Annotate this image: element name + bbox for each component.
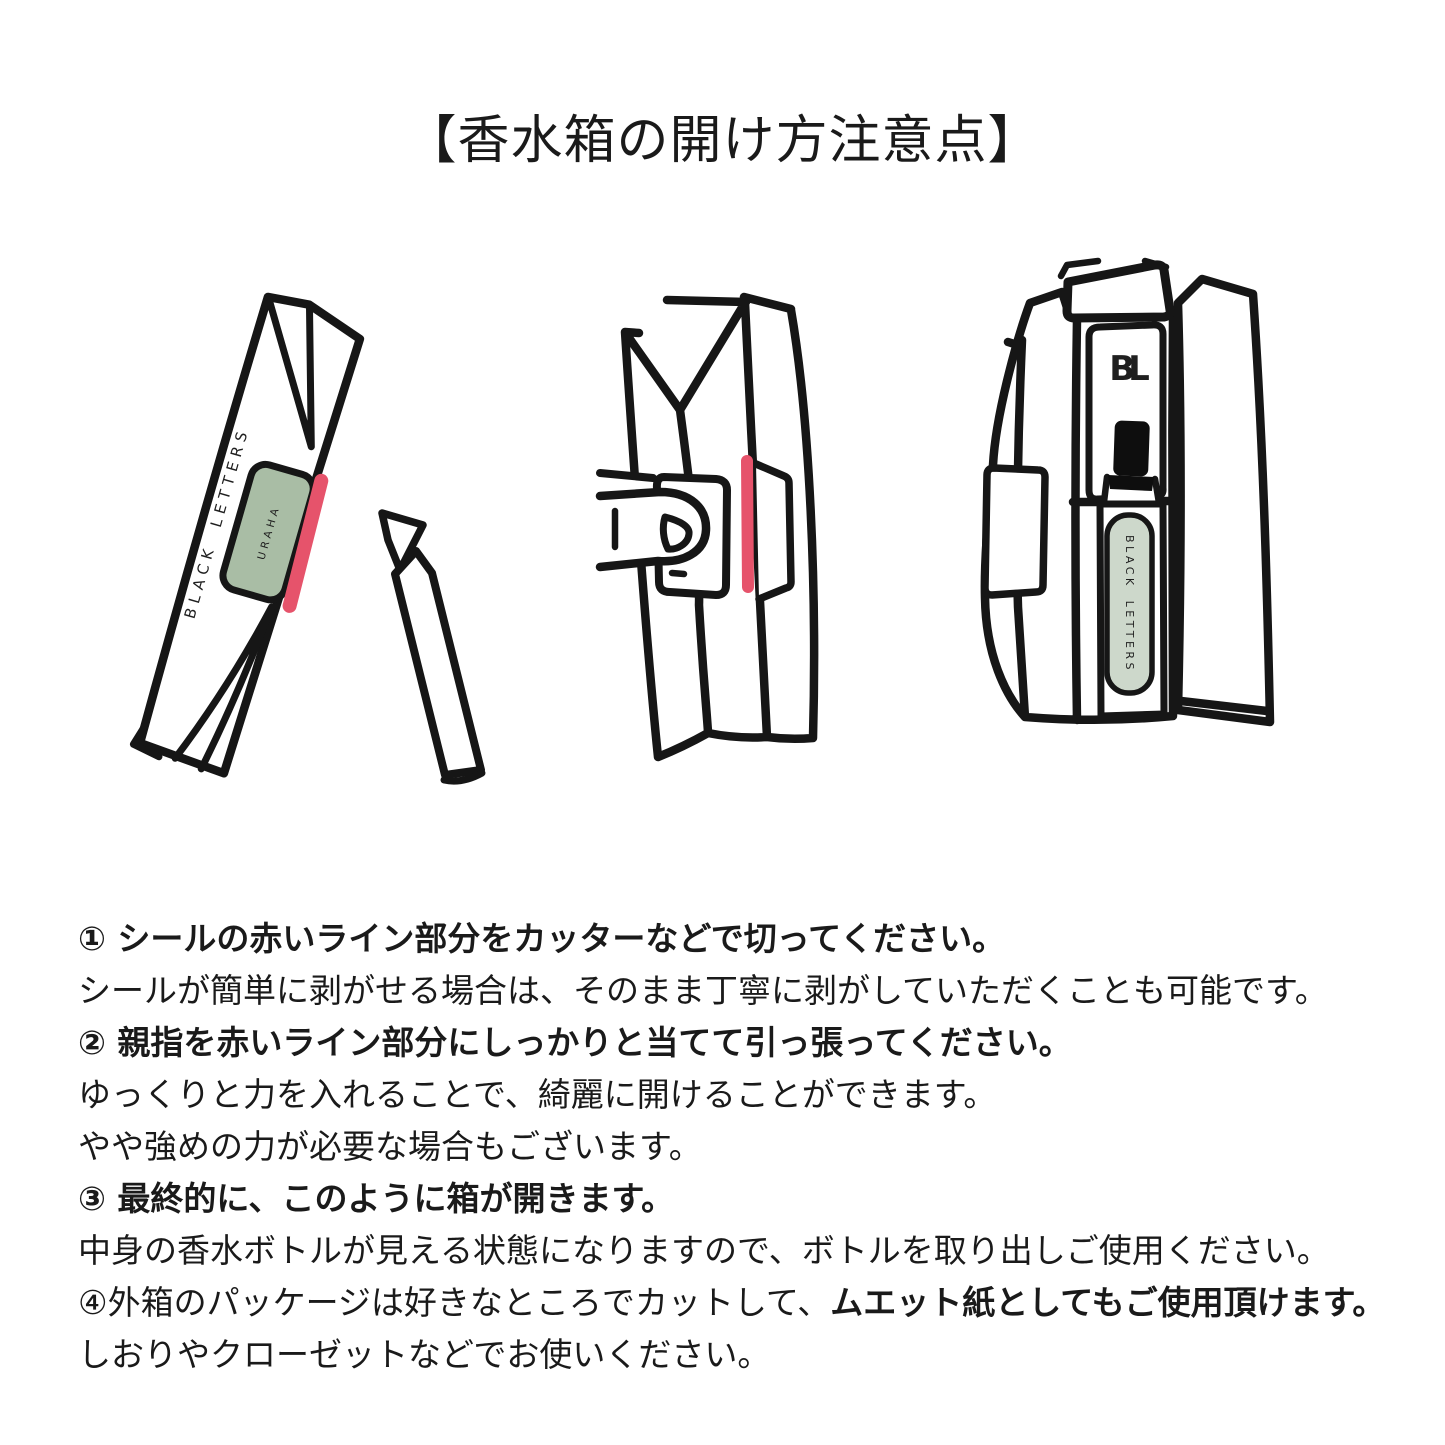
instruction-line-8-bold: ムエット紙としてもご使用頂けます。 [830,1283,1386,1322]
instruction-line-8: ④外箱のパッケージは好きなところでカットして、ムエット紙としてもご使用頂けます。 [78,1277,1385,1329]
flap-tab-ticks [1057,257,1170,280]
thumb-nail-hole [659,513,693,553]
instruction-list: ① シールの赤いライン部分をカッターなどで切ってください。 シールが簡単に剥がせ… [78,913,1385,1381]
instruction-line-5: やや強めの力が必要な場合もございます。 [78,1127,702,1166]
bottle-collar [1108,475,1154,491]
instruction-line-6: ③ 最終的に、このように箱が開きます。 [78,1179,675,1218]
box-side [595,292,819,762]
top-flap [1062,260,1175,323]
illustration-step1: BLACK LETTERS URAHA [129,292,486,785]
page-title: 【香水箱の開け方注意点】 [404,111,1041,171]
instruction-line-9: しおりやクローゼットなどでお使いください。 [78,1335,771,1374]
instruction-line-1: ① シールの赤いライン部分をカッターなどで切ってください。 [78,919,1006,958]
bottle-cap [1113,420,1150,477]
cutter-bottom-rim [440,769,486,785]
logo-text: BL [1109,349,1149,389]
thumb-arm-top-line [596,469,657,482]
bottle-neck-lines [1100,473,1163,507]
instruction-line-4: ゆっくりと力を入れることで、綺麗に開けることができます。 [78,1075,997,1114]
thumb-detail-ticks [611,507,688,578]
cutter-knife [378,509,486,785]
illustration-step3: BL BLACK LETTERS [980,257,1275,727]
illustration-step2 [595,292,819,762]
instruction-line-2: シールが簡単に剥がせる場合は、そのまま丁寧に剥がしていただくことも可能です。 [78,971,1328,1010]
instruction-line-8-normal: ④外箱のパッケージは好きなところでカットして、 [78,1283,831,1322]
red-cut-line [282,473,329,613]
opened-box: BL BLACK LETTERS [980,257,1275,727]
instruction-line-7: 中身の香水ボトルが見える状態になりますので、ボトルを取り出しご使用ください。 [78,1231,1330,1270]
box-fold-lines [129,298,315,773]
side-pocket [981,464,1049,599]
bottle-label [1104,512,1155,696]
red-pull-line [741,455,754,593]
cutter-body [391,547,485,779]
instruction-line-3: ② 親指を赤いライン部分にしっかりと当てて引っ張ってください。 [78,1023,1072,1062]
seal-flap [752,460,795,603]
bottle-label-text: BLACK LETTERS [1123,535,1136,673]
sealed-box: BLACK LETTERS URAHA [129,292,365,778]
